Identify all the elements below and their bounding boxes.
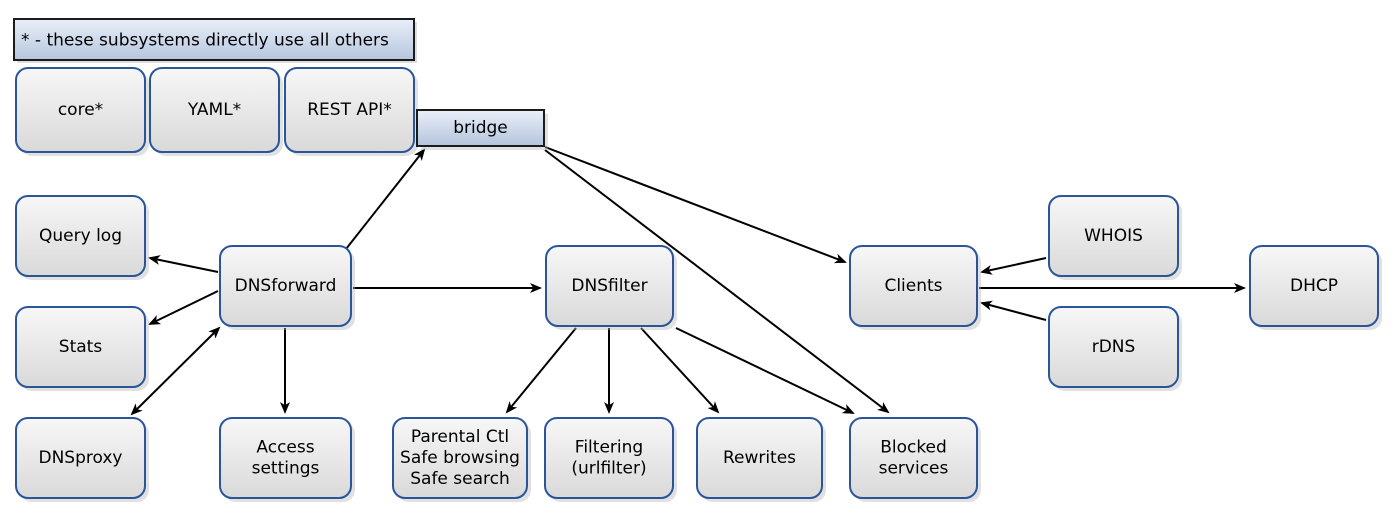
node-rect[interactable] [545,245,674,327]
node-whois[interactable]: WHOIS [1048,195,1182,280]
node-label: core* [58,100,103,120]
node-rect[interactable] [696,417,823,499]
node-label: Query log [39,226,122,246]
node-rewrites[interactable]: Rewrites [696,417,826,502]
edge-whois-to-clients [980,257,1047,275]
node-restapi[interactable]: REST API* [284,67,418,156]
node-bridge[interactable]: bridge [416,109,548,150]
node-rect[interactable] [1048,306,1179,388]
node-filtering[interactable]: Filtering(urlfilter) [544,417,677,502]
node-rect[interactable] [416,109,545,147]
edge-dnsfilter-to-blocked [675,327,855,414]
node-stats[interactable]: Stats [15,306,149,391]
edge-bridge-to-blocked [544,149,890,414]
node-label: WHOIS [1084,226,1143,246]
edge-line [544,146,847,264]
edge-line [675,327,855,414]
node-label: rDNS [1092,337,1136,357]
legend-text: * - these subsystems directly use all ot… [21,31,389,51]
edge-dnsfilter-to-parental [505,327,577,414]
edge-line [640,327,720,414]
node-rect[interactable] [544,417,674,499]
node-rect[interactable] [15,67,146,153]
node-dnsproxy[interactable]: DNSproxy [15,417,149,502]
legend-box: * - these subsystems directly use all ot… [13,18,417,63]
node-label: DNSforward [235,276,337,296]
node-rect[interactable] [849,417,978,499]
edge-line [148,290,219,325]
edge-dnsforward-to-stats [148,290,219,325]
edge-line [544,149,890,414]
edge-bridge-to-clients [544,146,847,264]
node-label: DNSfilter [571,276,647,296]
edge-rdns-to-clients [980,300,1047,321]
node-dhcp[interactable]: DHCP [1249,245,1382,330]
edge-line [345,148,426,250]
node-label: DNSproxy [38,448,122,468]
node-clients[interactable]: Clients [849,245,981,330]
edge-line [505,327,577,414]
edge-line [148,255,219,273]
node-dnsforward[interactable]: DNSforward [219,245,355,330]
node-rect[interactable] [284,67,415,153]
edge-line [980,257,1047,275]
edge-line [130,326,221,416]
node-yaml[interactable]: YAML* [149,67,283,156]
edge-line [980,300,1047,321]
node-rect[interactable] [1249,245,1379,327]
edge-dnsforward-dnsproxy [130,326,221,416]
node-core[interactable]: core* [15,67,149,156]
node-rect[interactable] [219,245,352,327]
node-rect[interactable] [219,417,352,499]
node-rdns[interactable]: rDNS [1048,306,1182,391]
node-rect[interactable] [15,417,146,499]
node-label: Rewrites [723,448,796,468]
edge-dnsforward-to-querylog [148,255,219,273]
node-label: Filtering(urlfilter) [571,438,646,479]
edge-dnsfilter-to-rewrites [640,327,720,414]
node-label: Clients [884,276,942,296]
node-querylog[interactable]: Query log [15,195,149,280]
node-rect[interactable] [849,245,978,327]
node-label: YAML* [187,100,241,120]
node-label: Stats [59,337,103,357]
node-rect[interactable] [149,67,280,153]
node-rect[interactable] [1048,195,1179,277]
node-label: bridge [453,118,508,138]
node-rect[interactable] [15,195,146,277]
node-label: DHCP [1290,276,1338,296]
node-rect[interactable] [392,417,528,499]
edge-dnsforward-to-bridge [345,148,426,250]
node-label: REST API* [307,100,392,120]
node-dnsfilter[interactable]: DNSfilter [545,245,677,330]
legend-rect [13,18,415,61]
